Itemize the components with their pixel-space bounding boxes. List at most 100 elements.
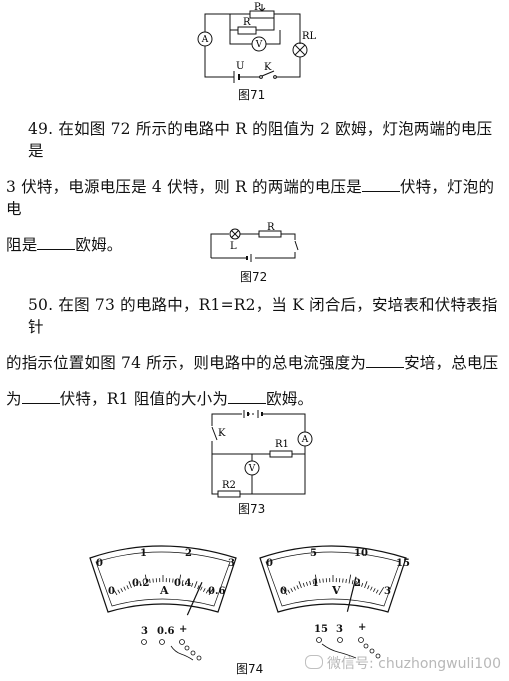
answer-blank-4[interactable] — [21, 389, 60, 404]
answer-blank-2[interactable] — [37, 235, 76, 250]
figure-73-caption: 图73 — [238, 502, 266, 516]
ammeter-tick — [205, 589, 209, 594]
figure-72: L R — [210, 222, 299, 262]
q50-line1: . 在图 73 的电路中，R1=R2，当 K 闭合后，安培表和伏特表指针 — [28, 296, 498, 336]
volt-top-0: 0 — [266, 558, 273, 569]
ammeter-tick — [188, 581, 190, 586]
volt-top-15: 15 — [396, 558, 410, 569]
voltmeter-tick — [351, 580, 354, 585]
voltmeter-dial — [259, 545, 407, 613]
wechat-icon — [305, 655, 324, 669]
voltmeter-tick — [364, 581, 368, 588]
ammeter-tick — [144, 574, 148, 584]
amm-term-plus: + — [179, 624, 188, 635]
ammeter-symbol-73: A — [301, 435, 309, 445]
voltmeter-tick — [375, 589, 379, 594]
answer-blank-1[interactable] — [361, 177, 400, 192]
volt-bot-0: 0 — [280, 586, 287, 597]
volt-term-15: 15 — [314, 624, 328, 635]
ammeter-terminals: 3 0.6 + — [135, 624, 225, 666]
voltmeter-tick — [302, 582, 305, 587]
volt-unit: V — [332, 584, 341, 597]
ammeter-tick — [208, 587, 215, 596]
ammeter-tick — [120, 588, 123, 592]
q50-number: 50 — [28, 296, 49, 314]
answer-blank-3[interactable] — [366, 353, 405, 368]
ammeter-tick — [142, 580, 145, 585]
figure-71: A V P R RL U K — [197, 2, 317, 83]
label-k73: K — [218, 428, 226, 439]
question-49: 49. 在如图 72 所示的电路中 R 的阻值为 2 欧姆，灯泡两端的电压是 3… — [6, 118, 504, 256]
amm-top-0: 0 — [96, 558, 103, 569]
label-r1: R1 — [275, 439, 289, 450]
ammeter-tick — [181, 580, 184, 585]
figure-74-caption: 图74 — [236, 662, 264, 676]
voltmeter-tick — [306, 581, 308, 586]
voltmeter-tick — [354, 580, 357, 585]
voltmeter-tick — [378, 587, 385, 596]
amm-bot-2: 0.4 — [174, 578, 192, 589]
label-u: U — [236, 61, 244, 72]
ammeter-terminal-posts — [141, 639, 202, 661]
figure-72-caption: 图72 — [240, 270, 268, 284]
q50-line2b: 安培，总电压 — [404, 354, 499, 372]
voltmeter-tick — [298, 581, 302, 588]
volt-bot-1: 1 — [312, 578, 319, 589]
q49-number: 49 — [28, 120, 49, 138]
q49-line2b: 伏特，灯泡的电 — [6, 178, 495, 218]
voltmeter-needle — [346, 576, 357, 612]
voltmeter-symbol-73: V — [248, 464, 256, 474]
q50-line2a: 的指示位置如图 74 所示，则电路中的总电流强度为 — [6, 354, 367, 372]
ammeter-symbol: A — [201, 35, 209, 45]
label-p: P — [254, 2, 261, 13]
ammeter-tick — [197, 585, 200, 590]
q50-line3a: 为 — [6, 390, 22, 408]
ammeter-tick — [136, 581, 138, 586]
voltmeter-tick — [309, 580, 312, 585]
ammeter-needle — [186, 582, 203, 616]
volt-top-10: 10 — [354, 548, 368, 559]
q50-line3c: 欧姆。 — [266, 390, 314, 408]
voltmeter-tick — [296, 585, 299, 590]
voltmeter-tick — [358, 581, 360, 586]
label-l: L — [230, 241, 237, 252]
amm-top-1: 1 — [140, 548, 147, 559]
q49-line3b: 欧姆。 — [75, 236, 123, 254]
question-50: 50. 在图 73 的电路中，R1=R2，当 K 闭合后，安培表和伏特表指针 的… — [6, 294, 504, 410]
amm-top-3: 3 — [228, 558, 235, 569]
ammeter-tick — [132, 582, 135, 587]
ammeter-tick — [117, 589, 121, 594]
ammeter-tick — [139, 580, 142, 585]
ammeter-dial — [89, 545, 237, 616]
ammeter-tick — [175, 578, 177, 584]
ammeter-tick — [203, 588, 206, 592]
amm-top-2: 2 — [185, 548, 192, 559]
label-r72: R — [267, 222, 275, 233]
ammeter-tick — [184, 580, 187, 585]
ammeter-tick — [178, 574, 182, 584]
ammeter-tick — [194, 581, 198, 588]
volt-term-plus: + — [358, 622, 367, 633]
ammeter-tick — [126, 585, 129, 590]
amm-term-06: 0.6 — [157, 626, 175, 637]
voltmeter-tick — [370, 586, 373, 591]
q49-line1: . 在如图 72 所示的电路中 R 的阻值为 2 欧姆，灯泡两端的电压是 — [28, 120, 493, 160]
voltmeter-tick — [281, 587, 288, 596]
amm-bot-3: 0.6 — [208, 586, 226, 597]
voltmeter-tick — [373, 588, 376, 592]
figure-73: A V K R1 R2 — [211, 410, 313, 498]
ammeter-tick — [128, 581, 132, 588]
volt-term-3: 3 — [336, 624, 343, 635]
answer-blank-5[interactable] — [228, 389, 267, 404]
q49-line2a: 3 伏特，电源电压是 4 伏特，则 R 的两端的电压是 — [6, 178, 362, 196]
q49-line3a: 阻是 — [6, 236, 38, 254]
voltmeter-tick — [319, 578, 321, 584]
label-r: R — [243, 17, 251, 28]
q50-line3b: 伏特，R1 阻值的大小为 — [59, 390, 229, 408]
watermark-text: 微信号: chuzhongwuli100 — [327, 656, 501, 672]
voltmeter-tick — [367, 585, 370, 590]
voltmeter-labels: 0 5 10 15 0 1 2 3 V — [250, 540, 420, 620]
voltmeter-tick — [314, 574, 318, 584]
amm-bot-0: 0 — [108, 586, 115, 597]
ammeter-tick — [191, 582, 194, 587]
